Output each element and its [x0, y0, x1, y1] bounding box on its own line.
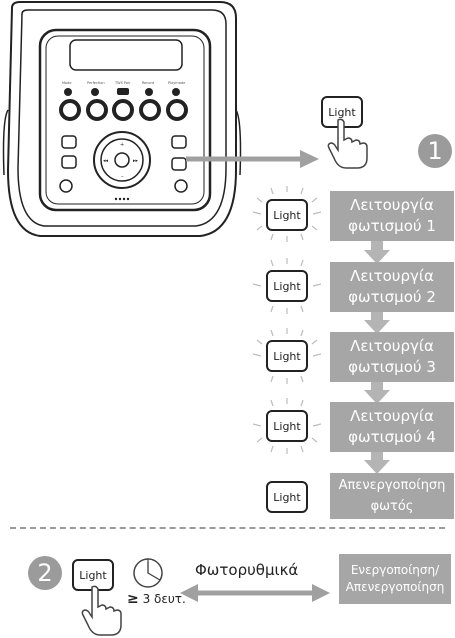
light-button-mode2: Light — [266, 270, 308, 302]
light-button-mode4: Light — [266, 410, 308, 442]
svg-text:+: + — [120, 142, 124, 148]
timer-icon — [133, 558, 163, 588]
light-button-mode3: Light — [266, 340, 308, 372]
effects-label: Φωτορυθμικά — [195, 561, 299, 579]
hand-press-icon — [327, 118, 368, 169]
hold-duration: ≥ 3 δευτ. — [127, 591, 186, 607]
step-1-badge: 1 — [418, 134, 452, 168]
hand-press-icon-2 — [81, 585, 122, 636]
light-button-label: Light — [328, 105, 356, 119]
svg-text:Playmode: Playmode — [168, 81, 185, 85]
svg-text:Record: Record — [142, 81, 154, 85]
svg-text:Mode: Mode — [62, 81, 72, 85]
svg-text:◂◂: ◂◂ — [103, 158, 109, 164]
pointer-arrow — [186, 150, 319, 168]
svg-text:TWS Pair: TWS Pair — [114, 81, 131, 85]
toggle-box: Ενεργοποίηση/Απενεργοποίηση — [339, 554, 451, 604]
light-button-off: Light — [266, 481, 308, 513]
step-2-badge: 2 — [28, 556, 62, 590]
svg-text:▸▸: ▸▸ — [133, 158, 139, 164]
double-arrow — [180, 584, 330, 602]
section-divider — [10, 527, 445, 529]
svg-text:Perfection: Perfection — [87, 81, 105, 85]
svg-text:–: – — [121, 174, 124, 180]
light-rays — [252, 186, 322, 454]
light-button-mode1: Light — [266, 199, 308, 231]
speaker-illustration: Mode Perfection TWS Pair Record Playmode + –… — [2, 0, 242, 237]
